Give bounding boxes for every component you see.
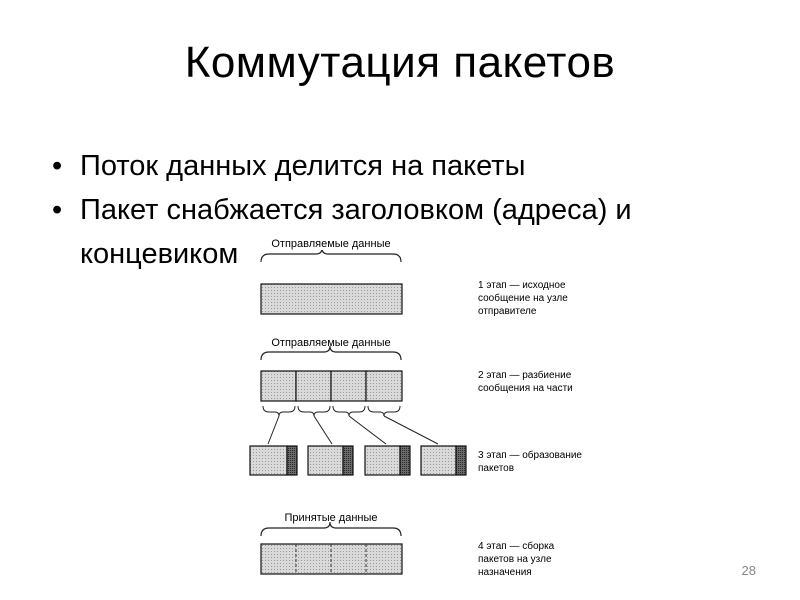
stage1-message-block xyxy=(260,283,403,315)
stage4-brace-label: Принятые данные xyxy=(284,512,377,524)
slide-title: Коммутация пакетов xyxy=(184,38,616,87)
diagram-svg: Отправляемые данные 1 этап — исходное со… xyxy=(249,236,585,578)
packet-2-body xyxy=(307,445,344,476)
packet-3-body xyxy=(364,445,401,476)
stage3-caption: 3 этап — образование пакетов xyxy=(478,449,585,474)
packet-1-body xyxy=(249,445,288,476)
stage4-caption: 4 этап — сборка пакетов на узле назначен… xyxy=(478,540,557,578)
stage4-group: Принятые данные 4 этап — сборка пакетов … xyxy=(260,512,557,578)
stage2-group: Отправляемые данные 2 этап — разбиение с… xyxy=(260,337,574,417)
stage3-group: 3 этап — образование пакетов xyxy=(249,445,585,476)
stage2-brace-label: Отправляемые данные xyxy=(271,337,390,349)
split-lines xyxy=(267,415,439,445)
page-number: 28 xyxy=(741,563,756,578)
bullet-item-2: Пакет снабжается заголовком (адреса) и к… xyxy=(50,188,770,276)
stage1-brace-label: Отправляемые данные xyxy=(271,238,390,250)
packet-1-header xyxy=(286,445,298,476)
stage2-part-1 xyxy=(260,370,297,402)
stage2-brace xyxy=(260,345,402,361)
stage2-part-2 xyxy=(295,370,332,402)
packet-3-header xyxy=(399,445,411,476)
packet-4-body xyxy=(420,445,457,476)
packet-4-header xyxy=(455,445,467,476)
stage2-small-braces xyxy=(262,405,401,417)
packet-switching-diagram: Отправляемые данные 1 этап — исходное со… xyxy=(238,236,633,586)
bullet-list: Поток данных делится на пакеты Пакет сна… xyxy=(50,144,770,276)
stage2-part-3 xyxy=(330,370,367,402)
stage4-brace xyxy=(260,521,402,537)
packet-2-header xyxy=(342,445,354,476)
stage4-dashed-joins xyxy=(295,544,367,574)
stage2-part-4 xyxy=(365,370,403,402)
stage1-group: Отправляемые данные 1 этап — исходное со… xyxy=(260,236,571,317)
stage2-caption: 2 этап — разбиение сообщения на части xyxy=(478,369,574,394)
stage1-brace xyxy=(260,247,402,263)
stage1-caption: 1 этап — исходное сообщение на узле отпр… xyxy=(478,280,571,317)
bullet-item-1: Поток данных делится на пакеты xyxy=(50,144,770,188)
